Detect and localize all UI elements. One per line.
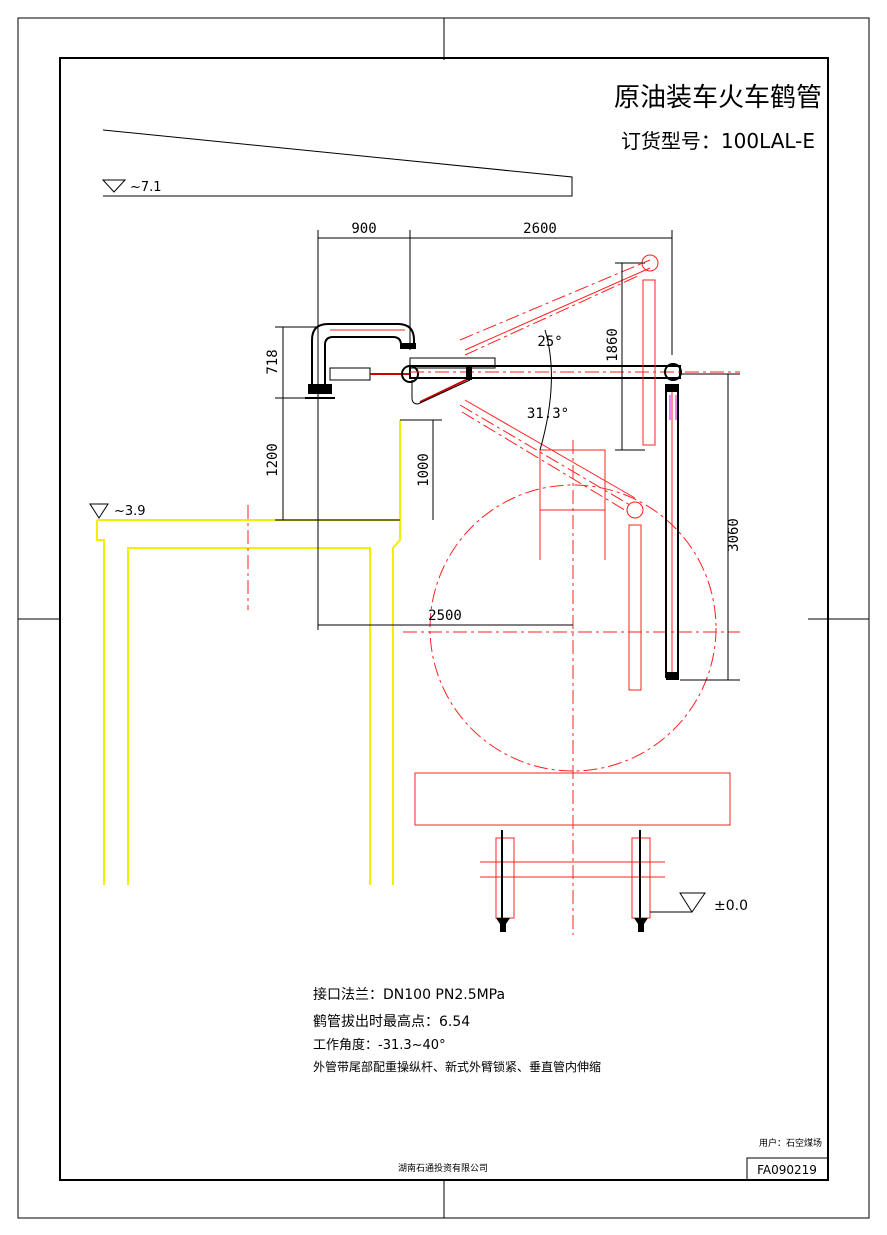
level-top: ~7.1 xyxy=(130,180,162,195)
centering-marks xyxy=(18,18,869,1218)
note-flange: 接口法兰：DN100 PN2.5MPa xyxy=(313,986,505,1003)
angle-down: 31.3° xyxy=(527,406,569,422)
angle-up: 25° xyxy=(537,334,562,350)
loading-platform xyxy=(96,420,401,885)
note-working-angle: 工作角度：-31.3~40° xyxy=(313,1037,446,1053)
level-platform: ~3.9 xyxy=(114,504,146,519)
dim-1860: 1860 xyxy=(605,328,621,362)
dim-3060: 3060 xyxy=(726,518,742,552)
drawing-number: FA090219 xyxy=(757,1163,817,1177)
tank-car xyxy=(403,440,740,935)
dim-1200: 1200 xyxy=(265,443,281,477)
dim-2600: 2600 xyxy=(523,221,557,237)
customer: 用户：石空煤场 xyxy=(759,1137,822,1149)
level-ground: ±0.0 xyxy=(714,898,748,914)
canopy-outline xyxy=(102,129,573,197)
drawing-number-box xyxy=(746,1157,829,1181)
arm-alternate-positions xyxy=(459,254,659,691)
order-model: 订货型号：100LAL-E xyxy=(621,129,815,153)
dimension-lines xyxy=(275,230,740,681)
level-marker-icon xyxy=(679,892,706,913)
loading-arm xyxy=(305,323,740,680)
company-name: 湖南石通投资有限公司 xyxy=(398,1162,488,1174)
level-marker-icon xyxy=(89,503,109,519)
dim-900: 900 xyxy=(351,221,376,237)
level-marker-icon xyxy=(101,179,127,193)
dim-2500: 2500 xyxy=(428,608,462,624)
dim-718: 718 xyxy=(265,349,281,374)
note-max-height: 鹤管拔出时最高点：6.54 xyxy=(313,1013,470,1030)
drawing-title: 原油装车火车鹤管 xyxy=(614,83,822,113)
dim-1000: 1000 xyxy=(416,453,432,487)
note-features: 外管带尾部配重操纵杆、新式外臂锁紧、垂直管内伸缩 xyxy=(313,1059,601,1074)
